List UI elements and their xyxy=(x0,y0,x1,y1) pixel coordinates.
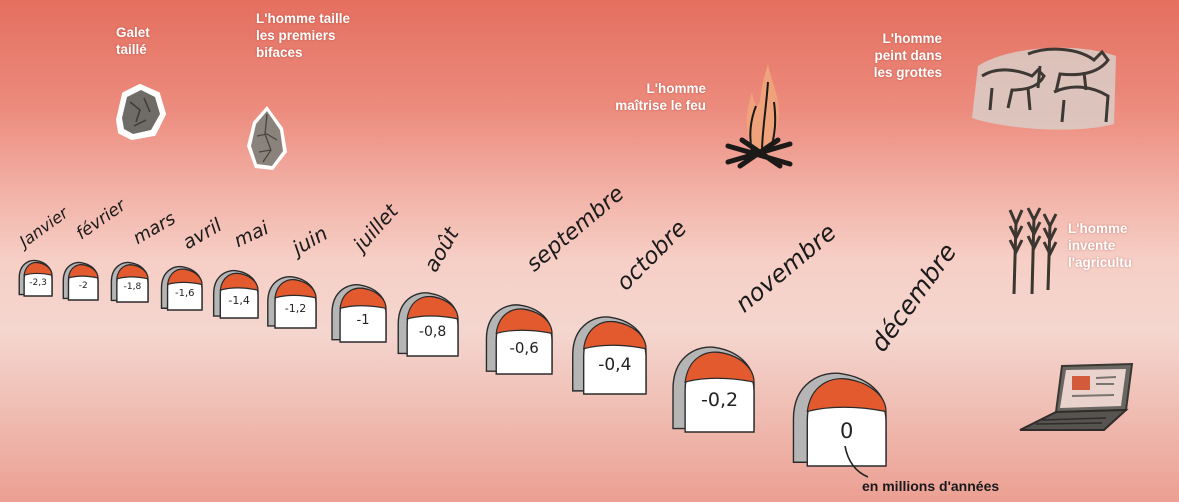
unit-label: en millions d'années xyxy=(862,478,999,494)
